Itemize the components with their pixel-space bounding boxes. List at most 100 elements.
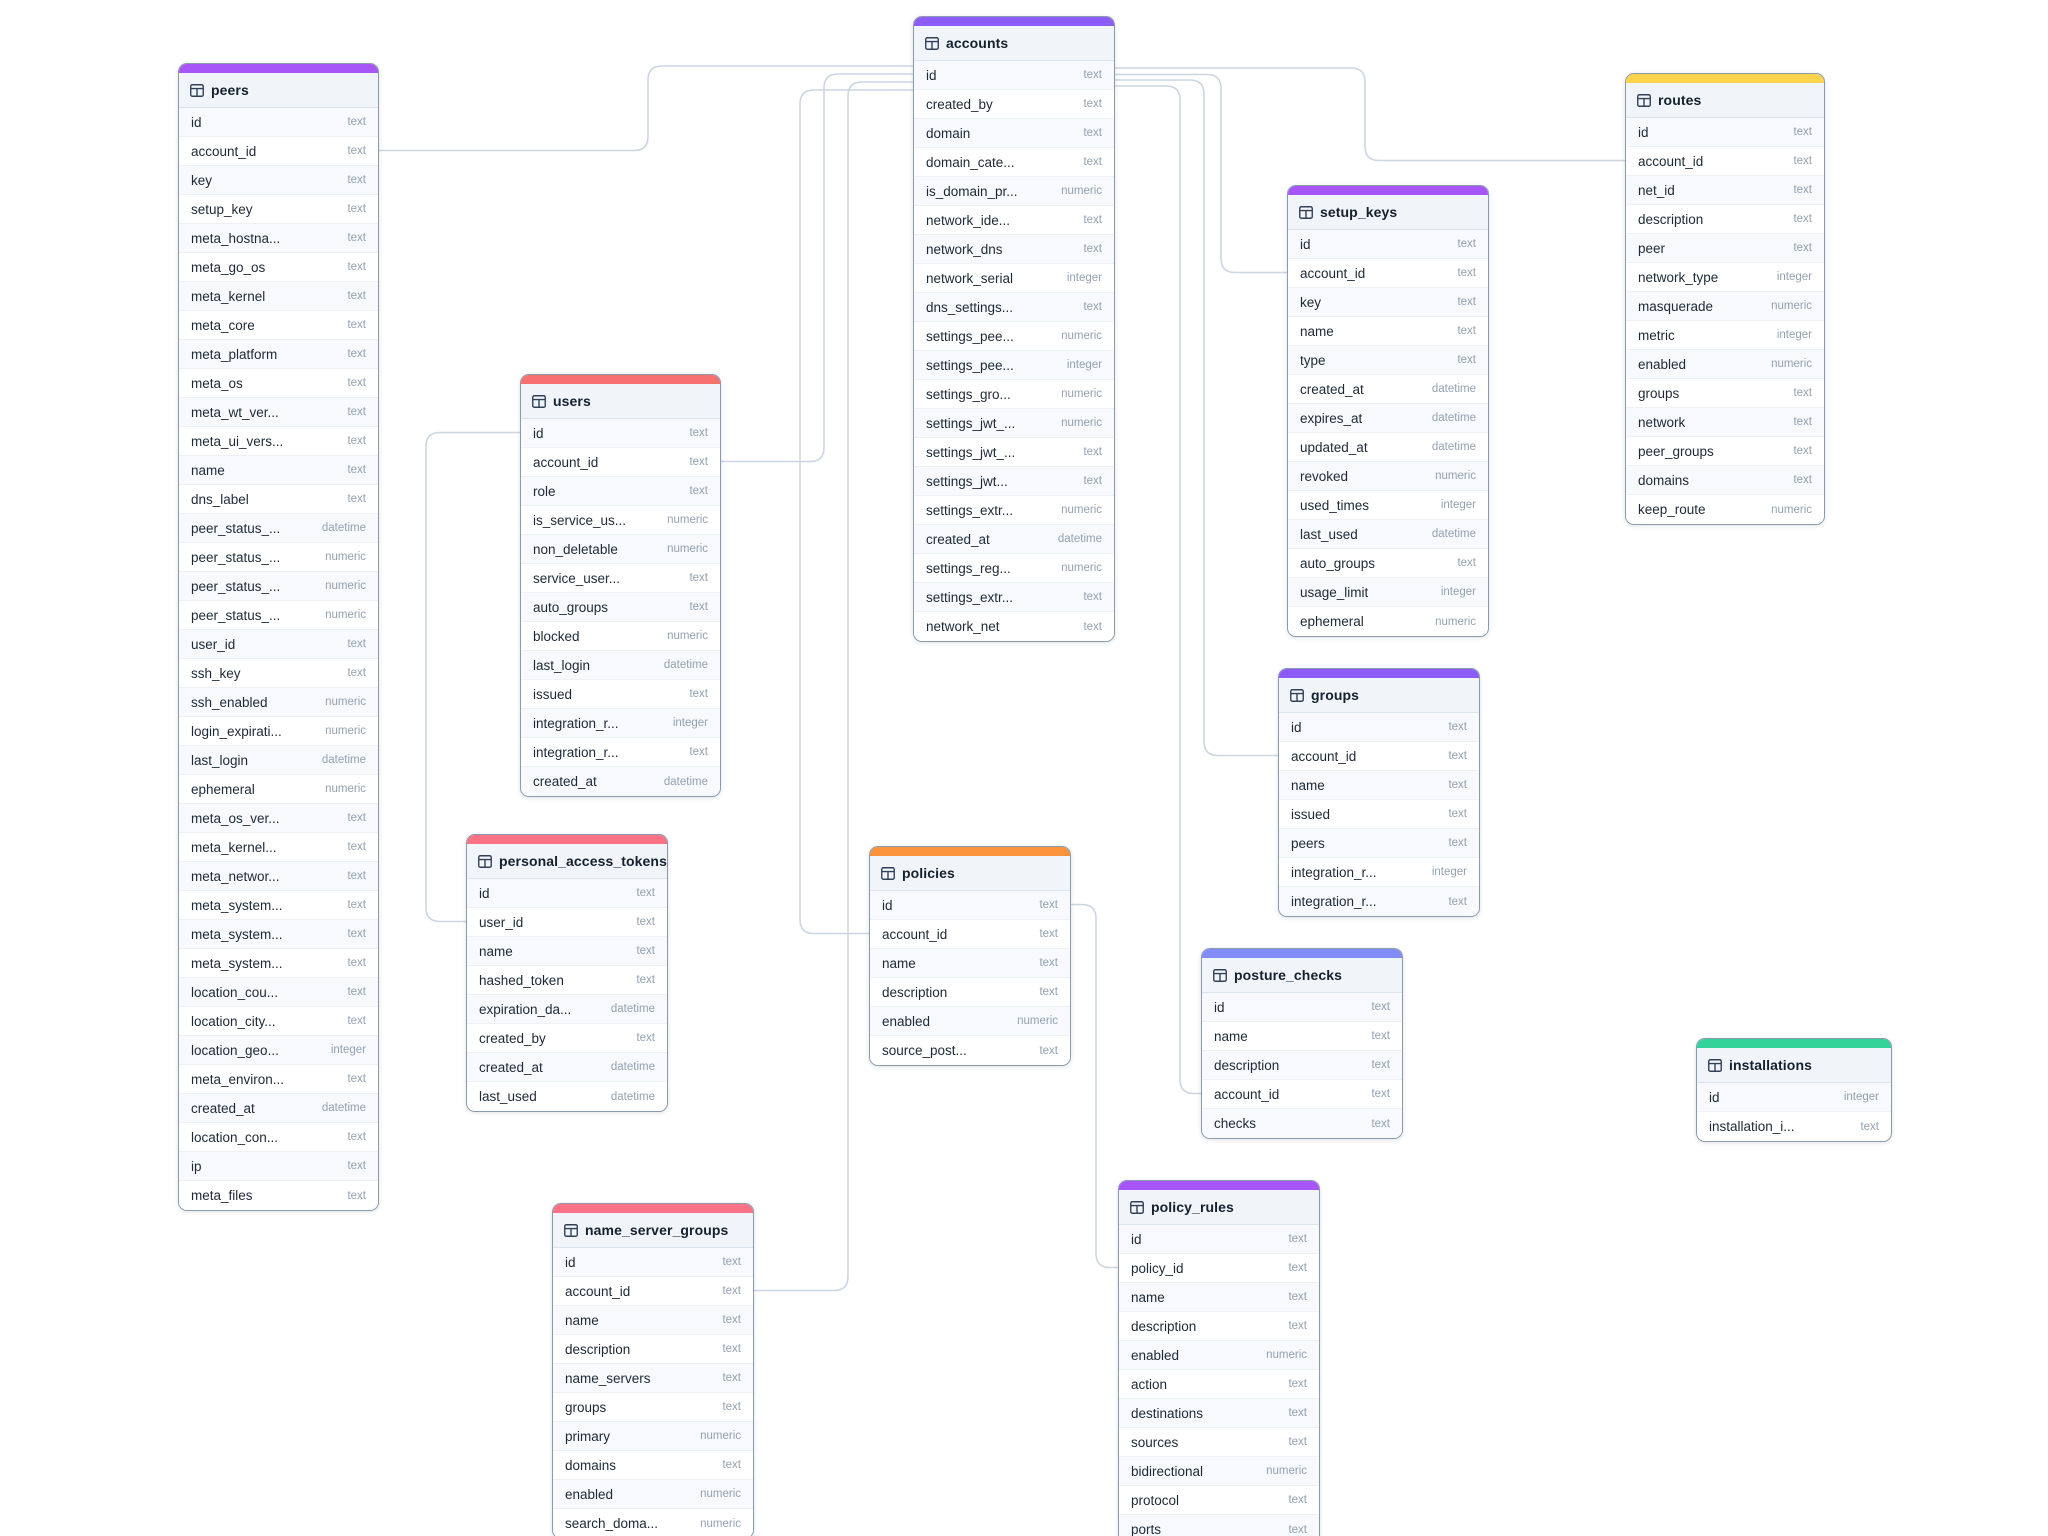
table-header-users[interactable]: users xyxy=(521,384,720,419)
field-name: is_domain_pr... xyxy=(926,183,1018,199)
field-type: text xyxy=(347,319,366,331)
field-type: numeric xyxy=(1771,300,1812,312)
table-header-setup_keys[interactable]: setup_keys xyxy=(1288,195,1488,230)
field-name: type xyxy=(1300,352,1326,368)
field-type: text xyxy=(347,261,366,273)
field-type: text xyxy=(347,1189,366,1202)
table-header-posture_checks[interactable]: posture_checks xyxy=(1202,958,1402,993)
field-type: text xyxy=(636,1032,655,1044)
field-name: enabled xyxy=(1638,356,1687,372)
field-type: integer xyxy=(672,717,708,729)
table-header-accounts[interactable]: accounts xyxy=(914,26,1114,61)
table-header-installations[interactable]: installations xyxy=(1697,1048,1891,1083)
field-name: name xyxy=(882,955,916,971)
table-header-personal_access_tokens[interactable]: personal_access_tokens xyxy=(467,844,667,879)
table-row-peers-peer_status_: peer_status_...numeric xyxy=(179,572,378,601)
table-header-peers[interactable]: peers xyxy=(179,73,378,108)
field-type: text xyxy=(1083,127,1102,139)
field-type: datetime xyxy=(663,659,708,671)
table-row-accounts-settings_pee: settings_pee...numeric xyxy=(914,322,1114,351)
table-header-groups[interactable]: groups xyxy=(1279,678,1479,713)
table-header-name_server_groups[interactable]: name_server_groups xyxy=(553,1213,753,1248)
field-type: text xyxy=(347,667,366,679)
field-name: metric xyxy=(1638,327,1675,343)
table-header-policies[interactable]: policies xyxy=(870,856,1070,891)
table-row-users-is_service_us: is_service_us...numeric xyxy=(521,506,720,535)
table-header-policy_rules[interactable]: policy_rules xyxy=(1119,1190,1319,1225)
field-name: created_by xyxy=(926,96,993,112)
field-type: text xyxy=(347,377,366,389)
field-type: text xyxy=(1083,156,1102,168)
table-icon xyxy=(532,394,546,408)
field-name: integration_r... xyxy=(533,744,619,760)
field-name: location_cou... xyxy=(191,984,279,1000)
field-name: integration_r... xyxy=(533,715,619,731)
field-name: network_ide... xyxy=(926,212,1011,228)
field-name: name xyxy=(1131,1289,1165,1305)
field-name: id xyxy=(926,67,937,83)
field-type: text xyxy=(1039,957,1058,969)
field-type: text xyxy=(347,174,366,186)
field-type: text xyxy=(722,1285,741,1297)
field-type: numeric xyxy=(1061,562,1102,574)
field-type: text xyxy=(1083,98,1102,110)
field-type: integer xyxy=(1431,866,1467,878)
field-type: text xyxy=(722,1401,741,1413)
field-name: expires_at xyxy=(1300,410,1363,426)
table-header-routes[interactable]: routes xyxy=(1626,83,1824,118)
table-row-users-service_user: service_user...text xyxy=(521,564,720,593)
connector-policies.account_id-to-accounts.id xyxy=(799,89,913,935)
field-name: issued xyxy=(1291,806,1331,822)
field-type: numeric xyxy=(1061,417,1102,429)
field-name: meta_kernel... xyxy=(191,839,277,855)
field-type: text xyxy=(1448,837,1467,849)
table-row-accounts-settings_pee: settings_pee...integer xyxy=(914,351,1114,380)
field-type: text xyxy=(1448,808,1467,820)
field-type: numeric xyxy=(1061,388,1102,400)
field-type: text xyxy=(1793,474,1812,486)
field-type: text xyxy=(1083,214,1102,226)
field-name: network_net xyxy=(926,619,1000,634)
table-row-peers-location_geo: location_geo...integer xyxy=(179,1036,378,1065)
field-name: settings_jwt_... xyxy=(926,415,1016,431)
field-name: keep_route xyxy=(1638,502,1706,517)
table-icon xyxy=(564,1223,578,1237)
table-row-peers-location_city: location_city...text xyxy=(179,1007,378,1036)
field-type: integer xyxy=(1776,329,1812,341)
field-name: settings_pee... xyxy=(926,328,1014,344)
field-name: integration_r... xyxy=(1291,864,1377,880)
field-type: numeric xyxy=(325,551,366,563)
field-name: ephemeral xyxy=(1300,614,1364,629)
field-name: description xyxy=(882,984,948,1000)
table-row-peers-location_cou: location_cou...text xyxy=(179,978,378,1007)
field-name: description xyxy=(1638,211,1704,227)
field-name: meta_system... xyxy=(191,897,283,913)
connector-personal_access_tokens.user_id-to-users.id xyxy=(425,431,520,923)
field-name: groups xyxy=(1638,385,1680,401)
field-name: account_id xyxy=(565,1283,631,1299)
field-type: datetime xyxy=(610,1090,655,1103)
